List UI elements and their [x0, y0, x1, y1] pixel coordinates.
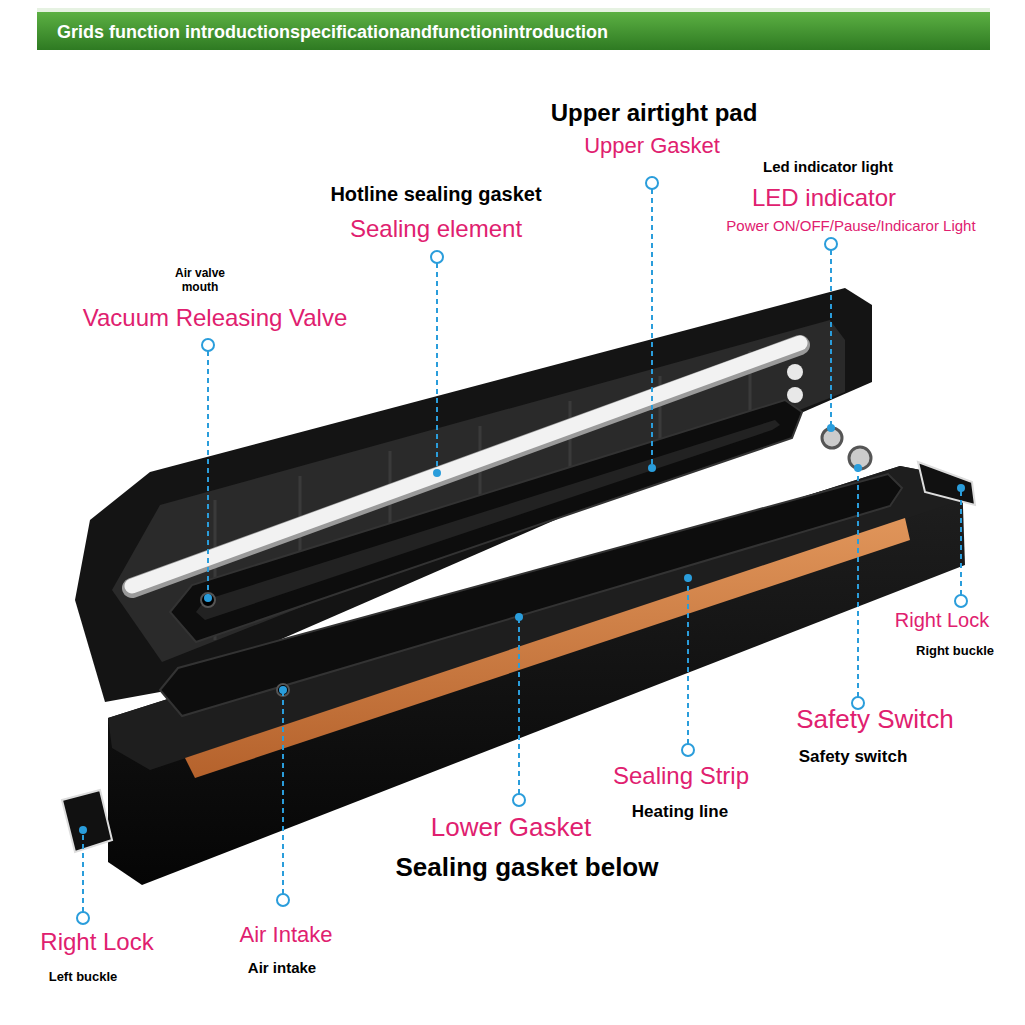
title-bar	[37, 12, 990, 50]
part-label: Upper airtight pad	[551, 99, 758, 127]
part-label: Heating line	[632, 802, 728, 822]
part-label: Right Lock	[40, 928, 153, 956]
part-label: Power ON/OFF/Pause/Indicaror Light	[726, 217, 975, 234]
part-label: Lower Gasket	[431, 813, 591, 843]
leader-lines	[83, 189, 961, 912]
lid-hole	[787, 387, 803, 403]
lid-hole	[787, 364, 803, 380]
lower-gasket	[160, 474, 902, 716]
base-housing	[108, 466, 965, 885]
part-label: Right Lock	[895, 609, 990, 632]
leader-dots	[79, 424, 965, 834]
leader-rings	[77, 177, 967, 924]
part-label: Air intake	[248, 959, 316, 976]
part-label: Upper Gasket	[584, 133, 720, 158]
part-label: Safety Switch	[796, 705, 954, 735]
part-label: Right buckle	[916, 644, 994, 659]
part-label: LED indicator	[752, 184, 896, 212]
vacuum-valve	[201, 593, 215, 607]
part-label: Vacuum Releasing Valve	[83, 304, 348, 332]
title: Grids function introductionspecification…	[57, 22, 608, 43]
part-label: Safety switch	[799, 747, 908, 767]
part-label: Air valve mouth	[168, 267, 232, 295]
base-top	[108, 466, 962, 770]
sealing-strip	[185, 518, 910, 778]
part-label: Left buckle	[49, 970, 118, 985]
right-lock	[918, 462, 975, 505]
part-label: Sealing element	[350, 215, 522, 243]
part-label: Hotline sealing gasket	[330, 183, 541, 206]
left-lock	[62, 790, 112, 852]
part-label: Led indicator light	[763, 158, 893, 175]
part-label: Sealing gasket below	[396, 853, 659, 883]
part-label: Air Intake	[240, 922, 333, 947]
part-label: Sealing Strip	[613, 762, 749, 790]
title-bar-top	[37, 8, 990, 12]
